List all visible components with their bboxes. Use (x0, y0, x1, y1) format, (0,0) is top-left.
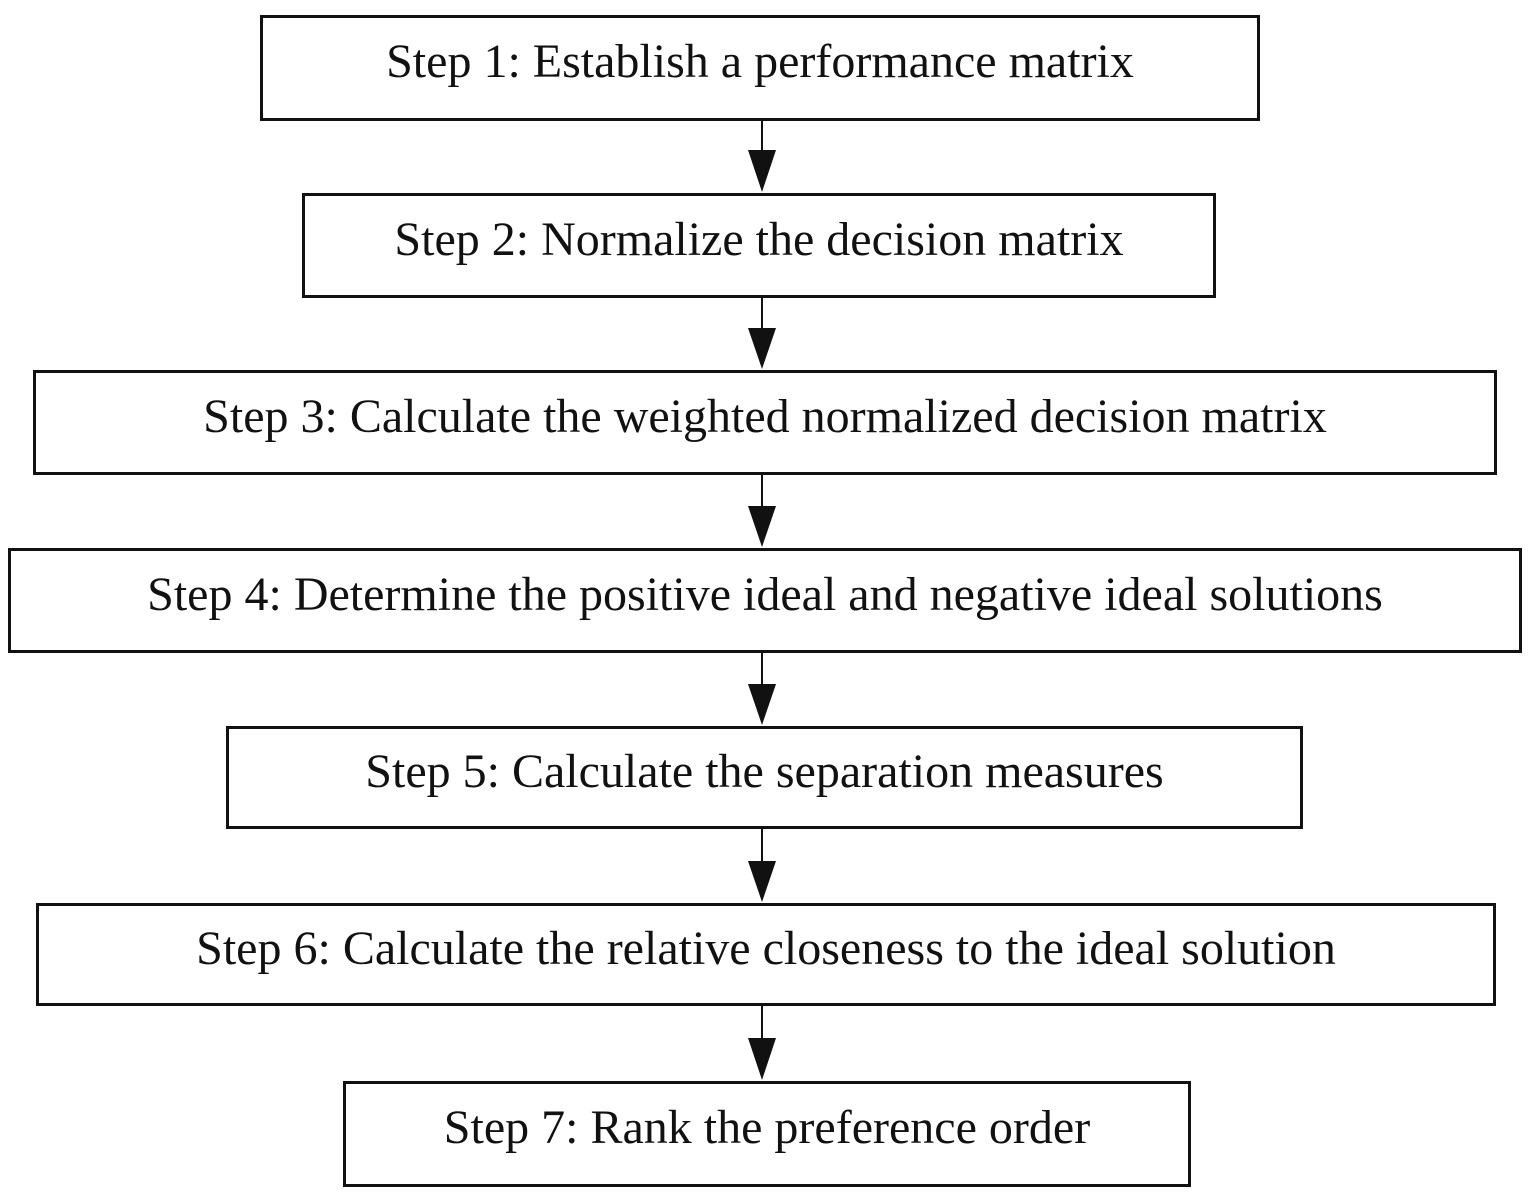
step-4-label: Step 4: Determine the positive ideal and… (147, 567, 1383, 621)
arrow-down-icon (748, 1038, 776, 1080)
arrow-down-icon (748, 506, 776, 547)
step-6-label: Step 6: Calculate the relative closeness… (196, 921, 1336, 975)
step-2-label: Step 2: Normalize the decision matrix (394, 212, 1124, 266)
step-2-box: Step 2: Normalize the decision matrix (302, 193, 1216, 298)
step-7-box: Step 7: Rank the preference order (343, 1081, 1191, 1187)
arrow-down-icon (748, 328, 776, 369)
step-5-label: Step 5: Calculate the separation measure… (365, 744, 1164, 798)
step-1-label: Step 1: Establish a performance matrix (386, 35, 1134, 88)
step-5-box: Step 5: Calculate the separation measure… (226, 726, 1303, 829)
arrow-down-icon (748, 684, 776, 725)
step-1-box: Step 1: Establish a performance matrix (260, 15, 1260, 121)
step-6-box: Step 6: Calculate the relative closeness… (36, 903, 1496, 1006)
arrow-down-icon (748, 861, 776, 902)
step-3-label: Step 3: Calculate the weighted normalize… (203, 389, 1327, 443)
step-4-box: Step 4: Determine the positive ideal and… (8, 548, 1522, 653)
arrow-down-icon (748, 150, 776, 192)
step-3-box: Step 3: Calculate the weighted normalize… (33, 370, 1497, 475)
step-7-label: Step 7: Rank the preference order (443, 1101, 1091, 1154)
